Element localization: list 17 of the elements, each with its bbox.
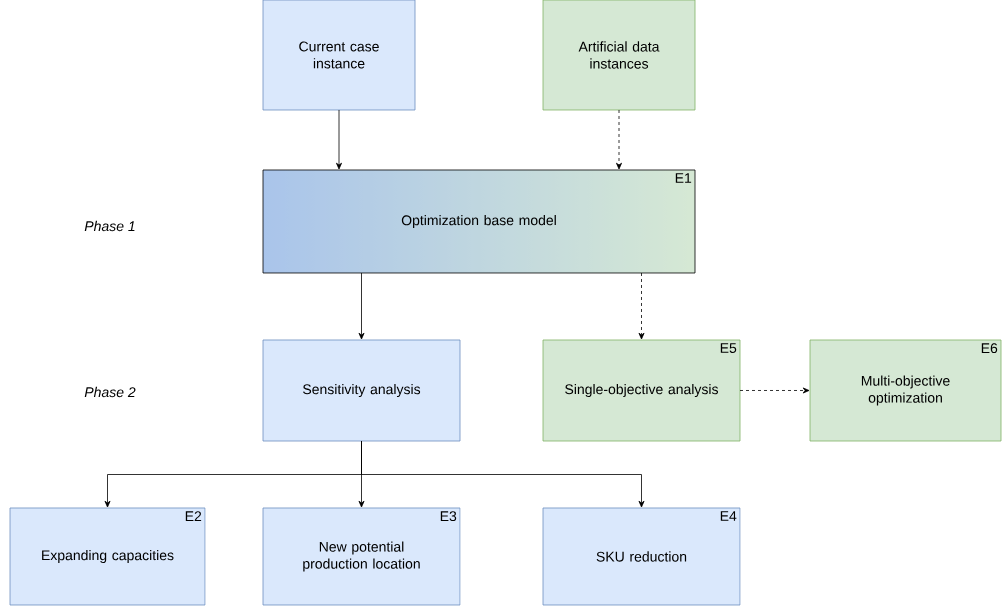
arrow bbox=[358, 272, 365, 340]
process-box: Optimization base model E1 bbox=[262, 169, 696, 274]
arrow bbox=[361, 440, 645, 508]
arrow bbox=[336, 109, 342, 170]
arrow bbox=[638, 272, 645, 340]
process-box: Multi-objective optimization E6 bbox=[809, 339, 1002, 442]
process-box: Artificial data instances bbox=[542, 0, 696, 111]
process-box: Current case instance bbox=[262, 0, 416, 111]
process-box: SKU reduction E4 bbox=[542, 507, 741, 606]
arrow bbox=[616, 109, 622, 170]
arrow bbox=[739, 387, 810, 394]
process-box: Expanding capacities E2 bbox=[9, 507, 206, 606]
process-box: New potential production location E3 bbox=[262, 507, 461, 606]
process-box: Single-objective analysis E5 bbox=[542, 339, 741, 442]
phase-label: Phase 1 bbox=[84, 220, 135, 232]
process-box: Sensitivity analysis bbox=[262, 339, 461, 442]
phase-label: Phase 2 bbox=[84, 386, 136, 398]
